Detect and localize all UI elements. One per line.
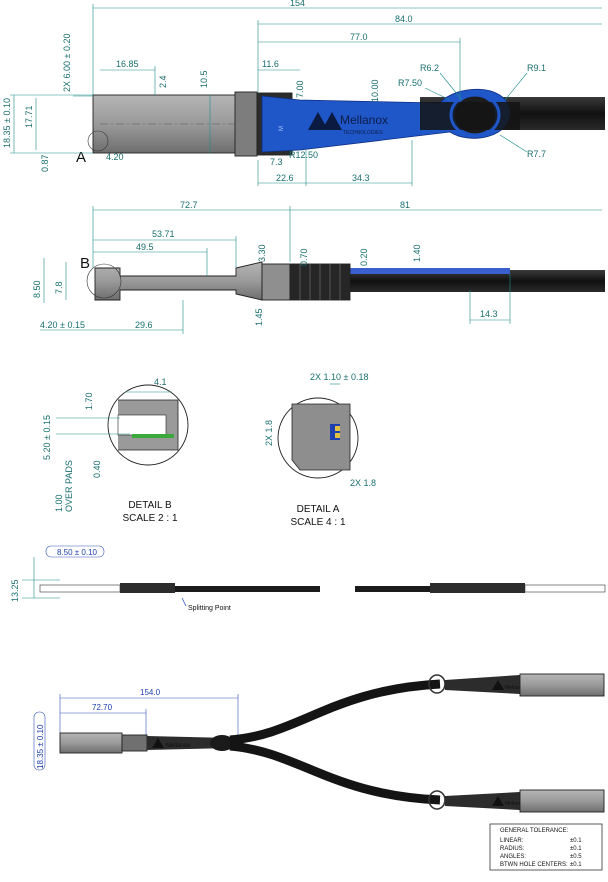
dim-7-8: 7.8 [54,281,64,294]
dim-72-7: 72.7 [180,200,198,210]
dim-detail-b-over-pads: OVER PADS [64,460,74,512]
dim-10-5: 10.5 [199,70,209,88]
dim-height: 18.35 ± 0.10 [2,98,12,148]
dim-detail-b-5-20: 5.20 ± 0.15 [42,415,52,460]
dim-detail-a-vertical: 2X 1.8 [264,420,274,446]
dim-r12-50: R12.50 [289,150,318,160]
dim-10-00: 10.00 [370,79,380,102]
split-top-view: 154.0 72.70 18.35 ± 0.10 Mellanox Mellan… [33,673,605,813]
dim-49-5: 49.5 [136,242,154,252]
dim-detail-b-1-00: 1.00 [54,494,64,512]
tolerance-value: ±0.1 [570,846,582,852]
detail-b-letter: B [80,255,90,272]
split-logo-upper: Mellanox [505,685,526,691]
detail-b-marker [86,263,122,299]
tolerance-title: GENERAL TOLERANCE: [500,828,569,834]
dim-17-71: 17.71 [24,105,34,128]
logo-text: Mellanox [340,113,388,127]
dim-7-3: 7.3 [270,157,283,167]
dim-2-4: 2.4 [158,75,168,88]
mellanox-logo: Mellanox TECHNOLOGIES [308,112,388,136]
dim-1-40: 1.40 [412,244,422,262]
detail-b-title: DETAIL B [128,500,172,511]
dim-8-50: 8.50 [32,280,42,298]
dim-split-13-25: 13.25 [10,579,20,602]
dim-detail-a-horizontal: 2X 1.8 [350,478,376,488]
top-view-dimensions: 154 84.0 77.0 2X 6.00 ± 0.20 16.85 2.4 1… [2,0,602,186]
dim-r7-7: R7.7 [527,149,546,159]
tolerance-value: ±0.1 [570,862,582,868]
detail-a-title: DETAIL A [297,504,340,515]
dim-84: 84.0 [395,14,413,24]
dim-detail-b-1-70: 1.70 [84,392,94,410]
logo-sub-text: TECHNOLOGIES [343,130,383,136]
side-boot [289,263,351,301]
dim-r9-1: R9.1 [527,63,546,73]
dim-overall: 154 [290,0,305,8]
tolerance-table: GENERAL TOLERANCE: LINEAR: ±0.1 RADIUS: … [489,823,603,871]
dim-11-6: 11.6 [262,59,279,69]
split-side-view: 8.50 ± 0.10 13.25 Splitting Point [10,545,606,612]
svg-text:M: M [279,126,285,131]
split-logo-main: Mellanox [166,743,190,749]
side-view: B 72.7 81 53.71 49.5 3.30 0.70 0.20 1.40… [32,200,605,334]
detail-a: 2X 1.10 ± 0.18 2X 1.8 2X 1.8 DETAIL A SC… [264,372,376,528]
dim-16-85: 16.85 [116,59,139,69]
tolerance-label: ANGLES: [500,854,526,860]
side-view-dimensions: 72.7 81 53.71 49.5 3.30 0.70 0.20 1.40 8… [32,200,602,334]
split-logo-lower: Mellanox [505,801,526,807]
dim-pitch: 2X 6.00 ± 0.20 [62,34,72,92]
dim-77: 77.0 [350,32,368,42]
dim-22-6: 22.6 [276,173,294,183]
tolerance-label: LINEAR: [500,838,524,844]
dim-r7-50: R7.50 [398,78,422,88]
dim-split-154: 154.0 [140,688,161,697]
dim-29-6: 29.6 [135,320,153,330]
dim-1-45: 1.45 [254,308,264,326]
dim-detail-b-0-40: 0.40 [92,460,102,478]
dim-14-3: 14.3 [480,309,498,319]
dim-53-71: 53.71 [152,229,175,239]
dim-split-8-50: 8.50 ± 0.10 [57,548,98,557]
detail-b: 4.1 1.70 5.20 ± 0.15 0.40 1.00 OVER PADS… [42,377,189,524]
dim-detail-a-1-10: 2X 1.10 ± 0.18 [310,372,368,382]
dim-split-72-70: 72.70 [92,703,113,712]
detail-a-letter: A [76,149,86,166]
detail-b-scale: SCALE 2 : 1 [122,513,177,524]
splitting-point-label: Splitting Point [188,605,231,612]
tolerance-value: ±0.1 [570,838,582,844]
dim-r6-2: R6.2 [420,63,439,73]
dim-4-20: 4.20 [106,152,124,162]
dim-0-70: 0.70 [299,248,309,266]
side-housing [94,261,263,301]
side-cable [300,270,605,292]
tolerance-label: BTWN HOLE CENTERS: [500,862,568,868]
dim-detail-b-4-1: 4.1 [154,377,167,387]
dim-81: 81 [400,200,410,210]
top-view: Mellanox TECHNOLOGIES M A 154 84.0 77.0 … [2,0,605,186]
dim-0-20: 0.20 [359,248,369,266]
tolerance-value: ±0.5 [570,854,582,860]
tolerance-label: RADIUS: [500,846,525,852]
dim-3-30: 3.30 [257,244,267,262]
detail-a-scale: SCALE 4 : 1 [290,517,345,528]
detail-a-marker [87,130,109,152]
dim-7-00: 7.00 [295,80,305,98]
dim-split-18-35: 18.35 ± 0.10 [36,724,45,769]
dim-0-87: 0.87 [40,154,50,172]
dim-4-20-side: 4.20 ± 0.15 [40,320,85,330]
dim-34-3: 34.3 [352,173,370,183]
